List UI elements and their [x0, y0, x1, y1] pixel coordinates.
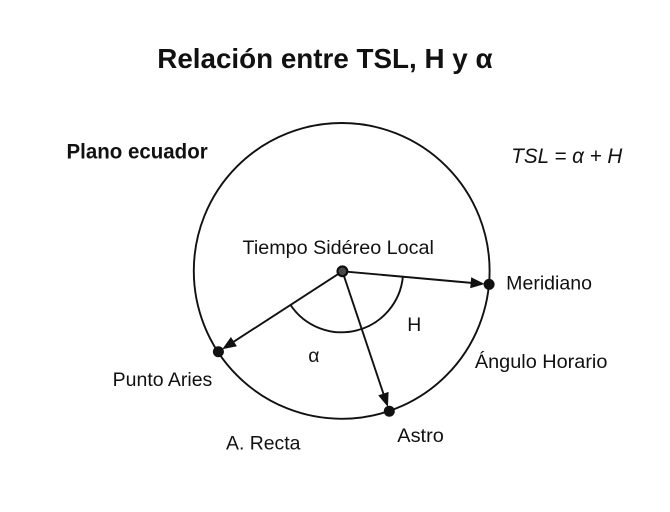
svg-text:Astro: Astro	[397, 425, 444, 447]
svg-text:Plano ecuador: Plano ecuador	[67, 141, 208, 164]
svg-text:A. Recta: A. Recta	[226, 432, 301, 454]
svg-text:Tiempo Sidéreo Local: Tiempo Sidéreo Local	[243, 237, 434, 259]
svg-text:Ángulo Horario: Ángulo Horario	[475, 350, 608, 373]
svg-text:Punto Aries: Punto Aries	[113, 369, 213, 391]
svg-text:Meridiano: Meridiano	[506, 273, 592, 295]
svg-text:α: α	[308, 345, 319, 367]
svg-text:H: H	[407, 314, 421, 336]
svg-text:TSL = α + H: TSL = α + H	[511, 144, 622, 168]
svg-text:Relación entre TSL, H y α: Relación entre TSL, H y α	[157, 43, 492, 74]
